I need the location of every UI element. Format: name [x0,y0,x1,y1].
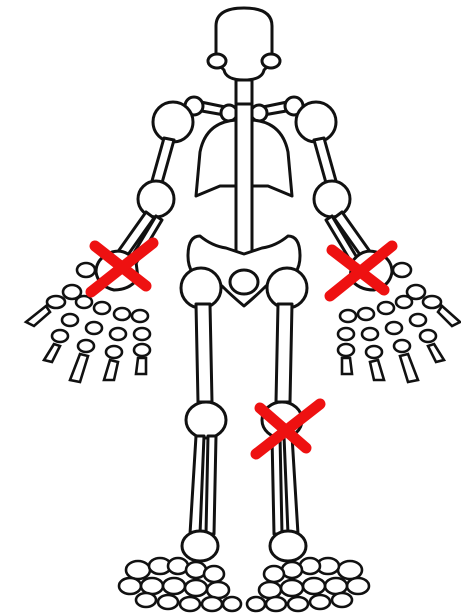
neck-vertebrae [236,80,252,104]
left-elbow-joint [314,181,350,217]
left-arm [296,102,376,270]
left-fibula [272,436,282,534]
skull [208,8,280,80]
right-hip-joint [181,268,221,308]
right-ankle-joint [182,531,218,561]
right-elbow-joint [138,181,174,217]
right-knee-joint [186,402,226,438]
right-fibula [206,436,216,534]
left-foot [247,558,369,611]
left-femur [276,304,292,402]
left-tibia [284,436,298,534]
right-femur [196,304,212,402]
left-hip-joint [267,268,307,308]
spine [236,104,252,254]
right-shoulder-joint [153,102,193,142]
right-leg [181,268,226,561]
right-foot [119,558,241,611]
left-ankle-joint [270,531,306,561]
left-shoulder-joint [296,102,336,142]
right-tibia [190,436,204,534]
